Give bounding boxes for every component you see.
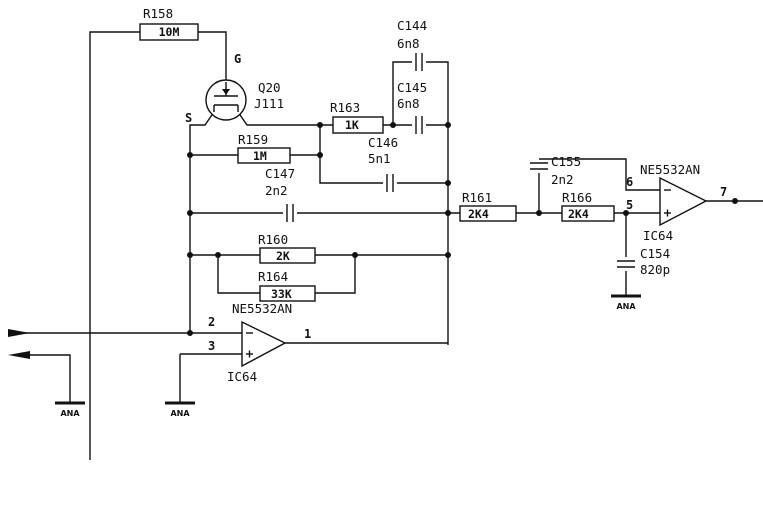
- c155-value: 2n2: [551, 172, 574, 187]
- r161-value: 2K4: [468, 207, 489, 221]
- c146-value: 5n1: [368, 151, 391, 166]
- c154-value: 820p: [640, 262, 670, 277]
- resistor-r164: 33K R164: [258, 269, 316, 302]
- r163-ref: R163: [330, 100, 360, 115]
- q20-value: J111: [254, 96, 284, 111]
- r161-ref: R161: [462, 190, 492, 205]
- ground-label: ANA: [60, 409, 80, 418]
- r166-value: 2K4: [568, 207, 589, 221]
- r163-value: 1K: [345, 118, 359, 132]
- jfet-q20: G S Q20 J111: [185, 52, 284, 125]
- resistor-r160: 2K R160: [258, 232, 316, 264]
- opamp1-part: NE5532AN: [232, 301, 292, 316]
- capacitor-c154: C154 820p: [617, 246, 670, 277]
- r160-ref: R160: [258, 232, 288, 247]
- opamp2-part: NE5532AN: [640, 162, 700, 177]
- resistor-r161: 2K4 R161: [459, 190, 517, 222]
- r159-value: 1M: [253, 149, 267, 163]
- capacitor-c146: C146 5n1: [368, 135, 398, 192]
- opamp2-ref: IC64: [643, 228, 673, 243]
- opamp1-ref: IC64: [227, 369, 257, 384]
- capacitor-c155: C155 2n2: [530, 154, 581, 187]
- r158-value: 10M: [159, 25, 180, 39]
- c144-value: 6n8: [397, 36, 420, 51]
- r158-ref: R158: [143, 6, 173, 21]
- r164-ref: R164: [258, 269, 288, 284]
- r159-ref: R159: [238, 132, 268, 147]
- c144-ref: C144: [397, 18, 427, 33]
- capacitor-c145: C145 6n8: [397, 80, 427, 134]
- resistor-r163: 1K R163: [330, 100, 384, 134]
- junctions: [187, 122, 738, 336]
- c145-ref: C145: [397, 80, 427, 95]
- r166-ref: R166: [562, 190, 592, 205]
- resistor-r158: 10M R158: [139, 6, 199, 41]
- opamp2-pin-noninv: 5: [626, 198, 633, 212]
- capacitor-c144: C144 6n8: [397, 18, 427, 71]
- output-arrow-icon: [8, 351, 30, 359]
- opamp1-pin-out: 1: [304, 327, 311, 341]
- opamp2-pin-out: 7: [720, 185, 727, 199]
- c145-value: 6n8: [397, 96, 420, 111]
- input-arrow-icon: [8, 329, 30, 337]
- r160-value: 2K: [276, 249, 290, 263]
- opamp1-pin-inv: 2: [208, 315, 215, 329]
- capacitor-c147: C147 2n2: [265, 166, 295, 222]
- ground-label: ANA: [616, 302, 636, 311]
- ground-symbol-c154: ANA: [611, 294, 641, 311]
- ground-label: ANA: [170, 409, 190, 418]
- opamp1-pin-noninv: 3: [208, 339, 215, 353]
- c147-value: 2n2: [265, 183, 288, 198]
- wires: [8, 31, 763, 460]
- q20-ref: Q20: [258, 80, 281, 95]
- resistor-r166: 2K4 R166: [561, 190, 615, 222]
- ground-symbol-opamp1: ANA: [165, 401, 195, 418]
- q20-source-label: S: [185, 111, 192, 125]
- q20-gate-label: G: [234, 52, 241, 66]
- opamp-ic64-b: NE5532AN IC64 6 5 7: [626, 162, 727, 243]
- r164-value: 33K: [271, 287, 292, 301]
- c146-ref: C146: [368, 135, 398, 150]
- c147-ref: C147: [265, 166, 295, 181]
- opamp2-pin-inv: 6: [626, 175, 633, 189]
- opamp-ic64-a: NE5532AN IC64 2 3 1: [208, 301, 311, 384]
- c154-ref: C154: [640, 246, 670, 261]
- ground-symbol-left: ANA: [55, 401, 85, 418]
- c155-ref: C155: [551, 154, 581, 169]
- resistor-r159: 1M R159: [237, 132, 291, 164]
